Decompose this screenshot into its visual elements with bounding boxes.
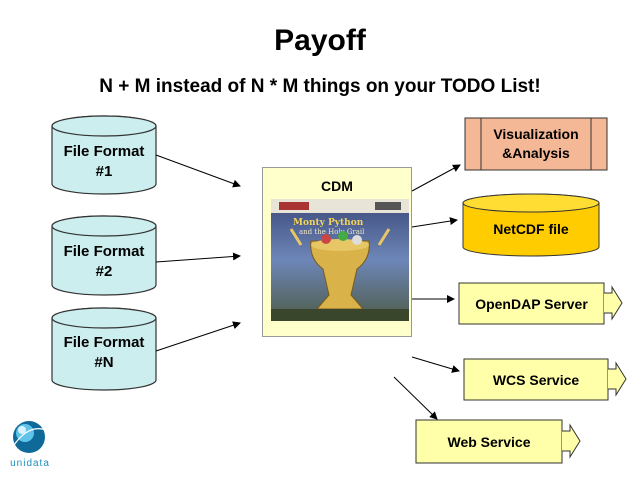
netcdf-file-cylinder	[462, 193, 600, 257]
wcs-service-box	[463, 358, 627, 401]
arrow-format2-to-cdm	[155, 252, 241, 263]
svg-text:Monty Python: Monty Python	[293, 218, 364, 228]
web-service-box	[415, 419, 581, 464]
arrow-cdm-to-visualization	[411, 164, 461, 192]
slide-title: Payoff	[274, 24, 366, 57]
file-format-n-line2: #N	[94, 354, 114, 371]
file-format-1-line1: File Format	[63, 143, 145, 160]
opendap-label: OpenDAP Server	[475, 295, 588, 312]
arrow-cdm-to-wcs	[411, 356, 460, 373]
file-format-2-cylinder	[51, 215, 157, 296]
file-format-2-line2: #2	[95, 263, 113, 280]
svg-text:and the Holy Grail: and the Holy Grail	[299, 228, 365, 236]
arrow-format1-to-cdm	[155, 154, 241, 188]
unidata-logo-text: unidata	[10, 458, 50, 469]
visualization-line1: Visualization	[493, 126, 579, 142]
visualization-label: Visualization &Analysis	[481, 122, 591, 166]
file-format-n-label: File Format #N	[52, 331, 156, 375]
file-format-2-line1: File Format	[63, 243, 145, 260]
file-format-2-label: File Format #2	[52, 240, 156, 284]
arrow-cdm-to-web-service	[393, 376, 438, 420]
arrow-cdm-to-netcdf	[411, 217, 458, 228]
file-format-1-line2: #1	[95, 163, 113, 180]
cover-image: Monty Python and the Holy Grail	[271, 199, 409, 321]
slide-subtitle: N + M instead of N * M things on your TO…	[99, 76, 541, 97]
visualization-box	[464, 117, 608, 171]
visualization-line2: &Analysis	[502, 145, 570, 161]
netcdf-label: NetCDF file	[493, 221, 569, 237]
web-service-label: Web Service	[447, 433, 531, 450]
file-format-1-cylinder	[51, 115, 157, 195]
wcs-label: WCS Service	[492, 371, 580, 388]
file-format-n-cylinder	[51, 307, 157, 391]
file-format-1-label: File Format #1	[52, 140, 156, 184]
file-format-n-line1: File Format	[63, 334, 145, 351]
cdm-label: CDM	[321, 178, 353, 194]
arrow-formatn-to-cdm	[155, 321, 241, 352]
opendap-server-box	[458, 282, 623, 325]
unidata-logo-icon	[13, 421, 47, 453]
